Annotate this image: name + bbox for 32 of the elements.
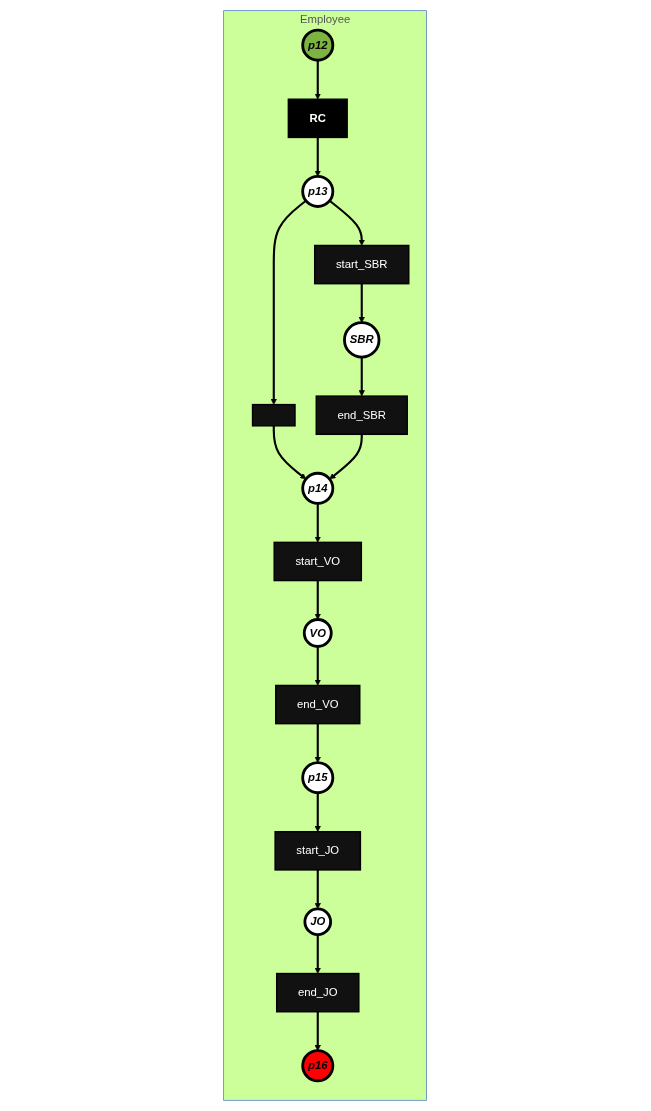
arrow bbox=[315, 792, 322, 832]
arrow bbox=[359, 283, 366, 323]
arrow bbox=[329, 434, 364, 480]
node-circle: p12 bbox=[301, 28, 335, 62]
node-circle: SBR bbox=[343, 321, 381, 359]
arrow bbox=[315, 503, 322, 543]
node-box: start_SBR bbox=[314, 244, 410, 285]
node-box: start_VO bbox=[273, 541, 363, 582]
arrow bbox=[315, 1011, 322, 1051]
node-box: end_VO bbox=[275, 684, 361, 725]
arrow bbox=[329, 199, 366, 246]
arrow bbox=[315, 646, 322, 686]
node-bar bbox=[252, 403, 297, 427]
arrow bbox=[315, 934, 322, 974]
arrow bbox=[271, 199, 307, 405]
node-circle: p16 bbox=[301, 1049, 335, 1083]
node-box: start_JO bbox=[274, 831, 362, 871]
arrow bbox=[315, 723, 322, 763]
node-box: end_SBR bbox=[315, 395, 409, 436]
node-circle: p14 bbox=[301, 471, 335, 505]
node-circle: p13 bbox=[301, 175, 335, 208]
node-box: end_JO bbox=[276, 972, 360, 1013]
arrow bbox=[315, 60, 322, 100]
node-circle: JO bbox=[303, 907, 333, 936]
arrow bbox=[273, 425, 307, 480]
node-circle: p15 bbox=[301, 761, 335, 795]
arrow bbox=[315, 869, 322, 910]
node-box: RC bbox=[288, 98, 349, 139]
arrow bbox=[315, 137, 322, 177]
arrow bbox=[315, 580, 322, 620]
node-circle: VO bbox=[303, 618, 334, 648]
arrow bbox=[359, 357, 366, 397]
